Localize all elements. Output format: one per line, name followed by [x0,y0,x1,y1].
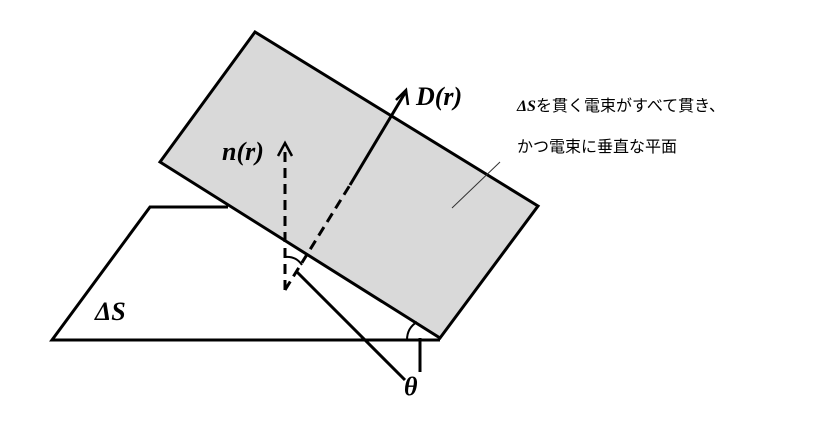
normal-arrowhead [276,140,294,157]
theta-leader [295,270,407,382]
annotation-symbol: ΔS [517,98,536,115]
flux-vector-D [348,92,407,186]
label-dS: ΔS [95,297,126,326]
angle-arc-top [284,255,303,266]
label-D: D(r) [416,82,463,111]
annotation-line1: ΔSを貫く電束がすべて貫き、 [517,92,725,116]
surface-dS [49,205,440,342]
flux-arrowhead [395,87,410,106]
label-theta: θ [404,372,418,401]
pointer-line [451,161,501,209]
annotation-line2: かつ電束に垂直な平面 [517,137,678,156]
angle-arc-bottom [406,321,418,341]
flux-vector-D-hidden [283,184,352,291]
label-n: n(r) [222,137,264,166]
perpendicular-plane [157,29,541,341]
annotation-text: を貫く電束がすべて貫き、 [535,96,726,115]
